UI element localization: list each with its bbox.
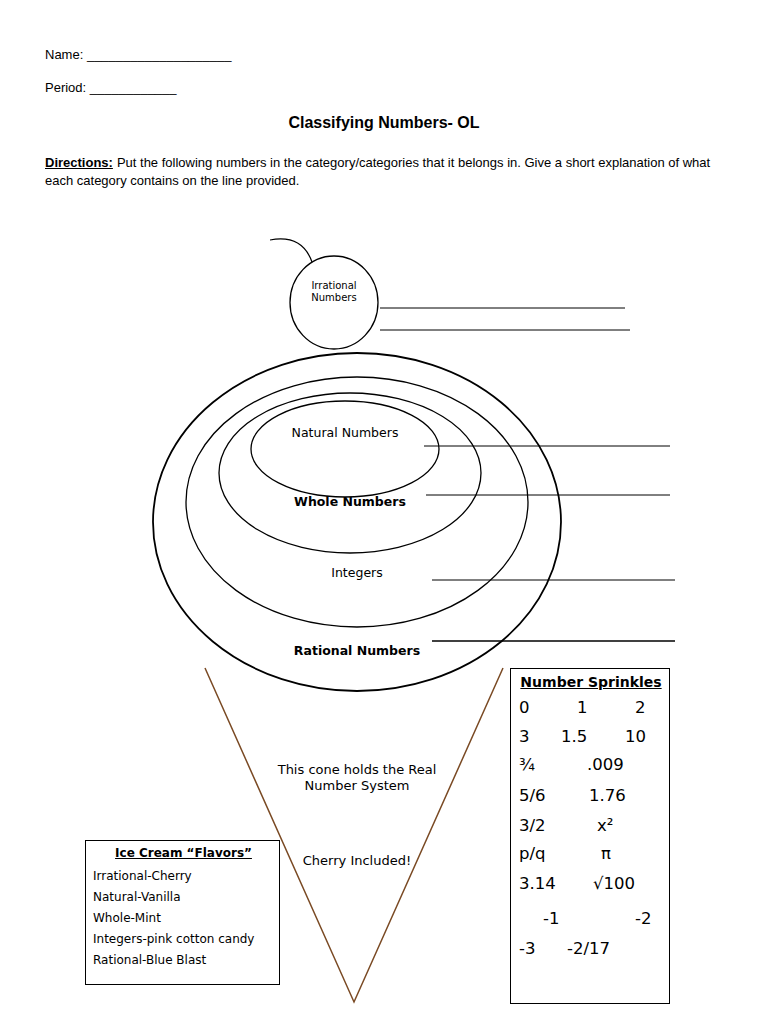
node-label: This cone holds the Real Number System — [277, 762, 437, 793]
node-label: Irrational Numbers — [291, 280, 377, 304]
node-label: Natural Numbers — [265, 425, 425, 440]
irrational-circle: Irrational Numbers — [289, 255, 379, 350]
answer-line — [426, 495, 670, 496]
node-label: Number Sprinkles — [513, 674, 669, 691]
directions-heading: Directions: — [45, 155, 113, 170]
node-text: 1.76 — [589, 786, 626, 806]
node-text: Irrational-Cherry — [93, 869, 278, 883]
node-text: 0 — [519, 698, 530, 718]
node-text: -2 — [635, 909, 651, 929]
node-label: Integers — [287, 565, 427, 580]
node-text: .009 — [587, 755, 624, 775]
worksheet-title: Classifying Numbers- OL — [0, 112, 768, 134]
rational-circle-outline — [152, 352, 562, 692]
node-text: x² — [597, 816, 613, 836]
whole-ellipse: Whole Numbers Natural Numbers — [218, 392, 482, 554]
node-text: 3 — [519, 727, 530, 747]
natural-ellipse: Natural Numbers — [250, 400, 440, 498]
whole-ellipse-line — [219, 393, 481, 553]
answer-line — [432, 580, 675, 581]
node-text: 10 — [625, 727, 646, 747]
directions: Directions:Put the following numbers in … — [45, 154, 735, 189]
node-text: Whole-Mint — [93, 911, 278, 925]
integers-ellipse-line — [186, 377, 528, 627]
node-text: 3/2 — [519, 816, 546, 836]
whole-ellipse-outline — [218, 392, 482, 554]
period-field: Period: ____________ — [45, 79, 177, 97]
flavors-box: Ice Cream “Flavors” Irrational-CherryNatu… — [85, 840, 280, 985]
answer-line — [432, 640, 675, 642]
node-label: Ice Cream “Flavors” — [88, 846, 279, 860]
node-text: π — [601, 844, 611, 864]
answer-line — [424, 446, 670, 447]
node-text: Integers-pink cotton candy — [93, 932, 278, 946]
node-text: 3.14 — [519, 874, 556, 894]
directions-text: Put the following numbers in the categor… — [45, 155, 710, 188]
cherry-stem — [270, 239, 312, 262]
rational-circle: Rational Numbers Integers Whole Numbers Nat… — [152, 352, 562, 692]
node-text: p/q — [519, 844, 546, 864]
answer-line — [380, 308, 625, 309]
node-text: Rational-Blue Blast — [93, 953, 278, 967]
node-text: -1 — [543, 909, 559, 929]
natural-ellipse-outline — [250, 400, 440, 498]
node-text: Natural-Vanilla — [93, 890, 278, 904]
natural-ellipse-line — [251, 401, 439, 497]
node-text: ¾ — [519, 755, 535, 775]
integers-ellipse: Integers Whole Numbers Natural Numbers — [185, 376, 529, 628]
irrational-circle-line — [290, 256, 378, 349]
name-field: Name: ____________________ — [45, 46, 232, 64]
node-label: Whole Numbers — [275, 494, 425, 509]
node-text: -2/17 — [567, 939, 610, 959]
rational-circle-line — [153, 353, 561, 691]
node-text: -3 — [519, 939, 535, 959]
node-text: 1 — [577, 698, 588, 718]
node-text: 1.5 — [561, 727, 587, 747]
node-text: Cherry Included! — [292, 853, 422, 869]
node-label: Rational Numbers — [257, 643, 457, 658]
answer-line — [380, 330, 630, 331]
sprinkles-box: Number Sprinkles 0 1 2 3 1.5 10 ¾ .009 5/6 1.76 3/2… — [510, 668, 670, 1004]
node-text: 2 — [635, 698, 646, 718]
node-text: 5/6 — [519, 786, 546, 806]
node-text: √100 — [593, 874, 635, 894]
